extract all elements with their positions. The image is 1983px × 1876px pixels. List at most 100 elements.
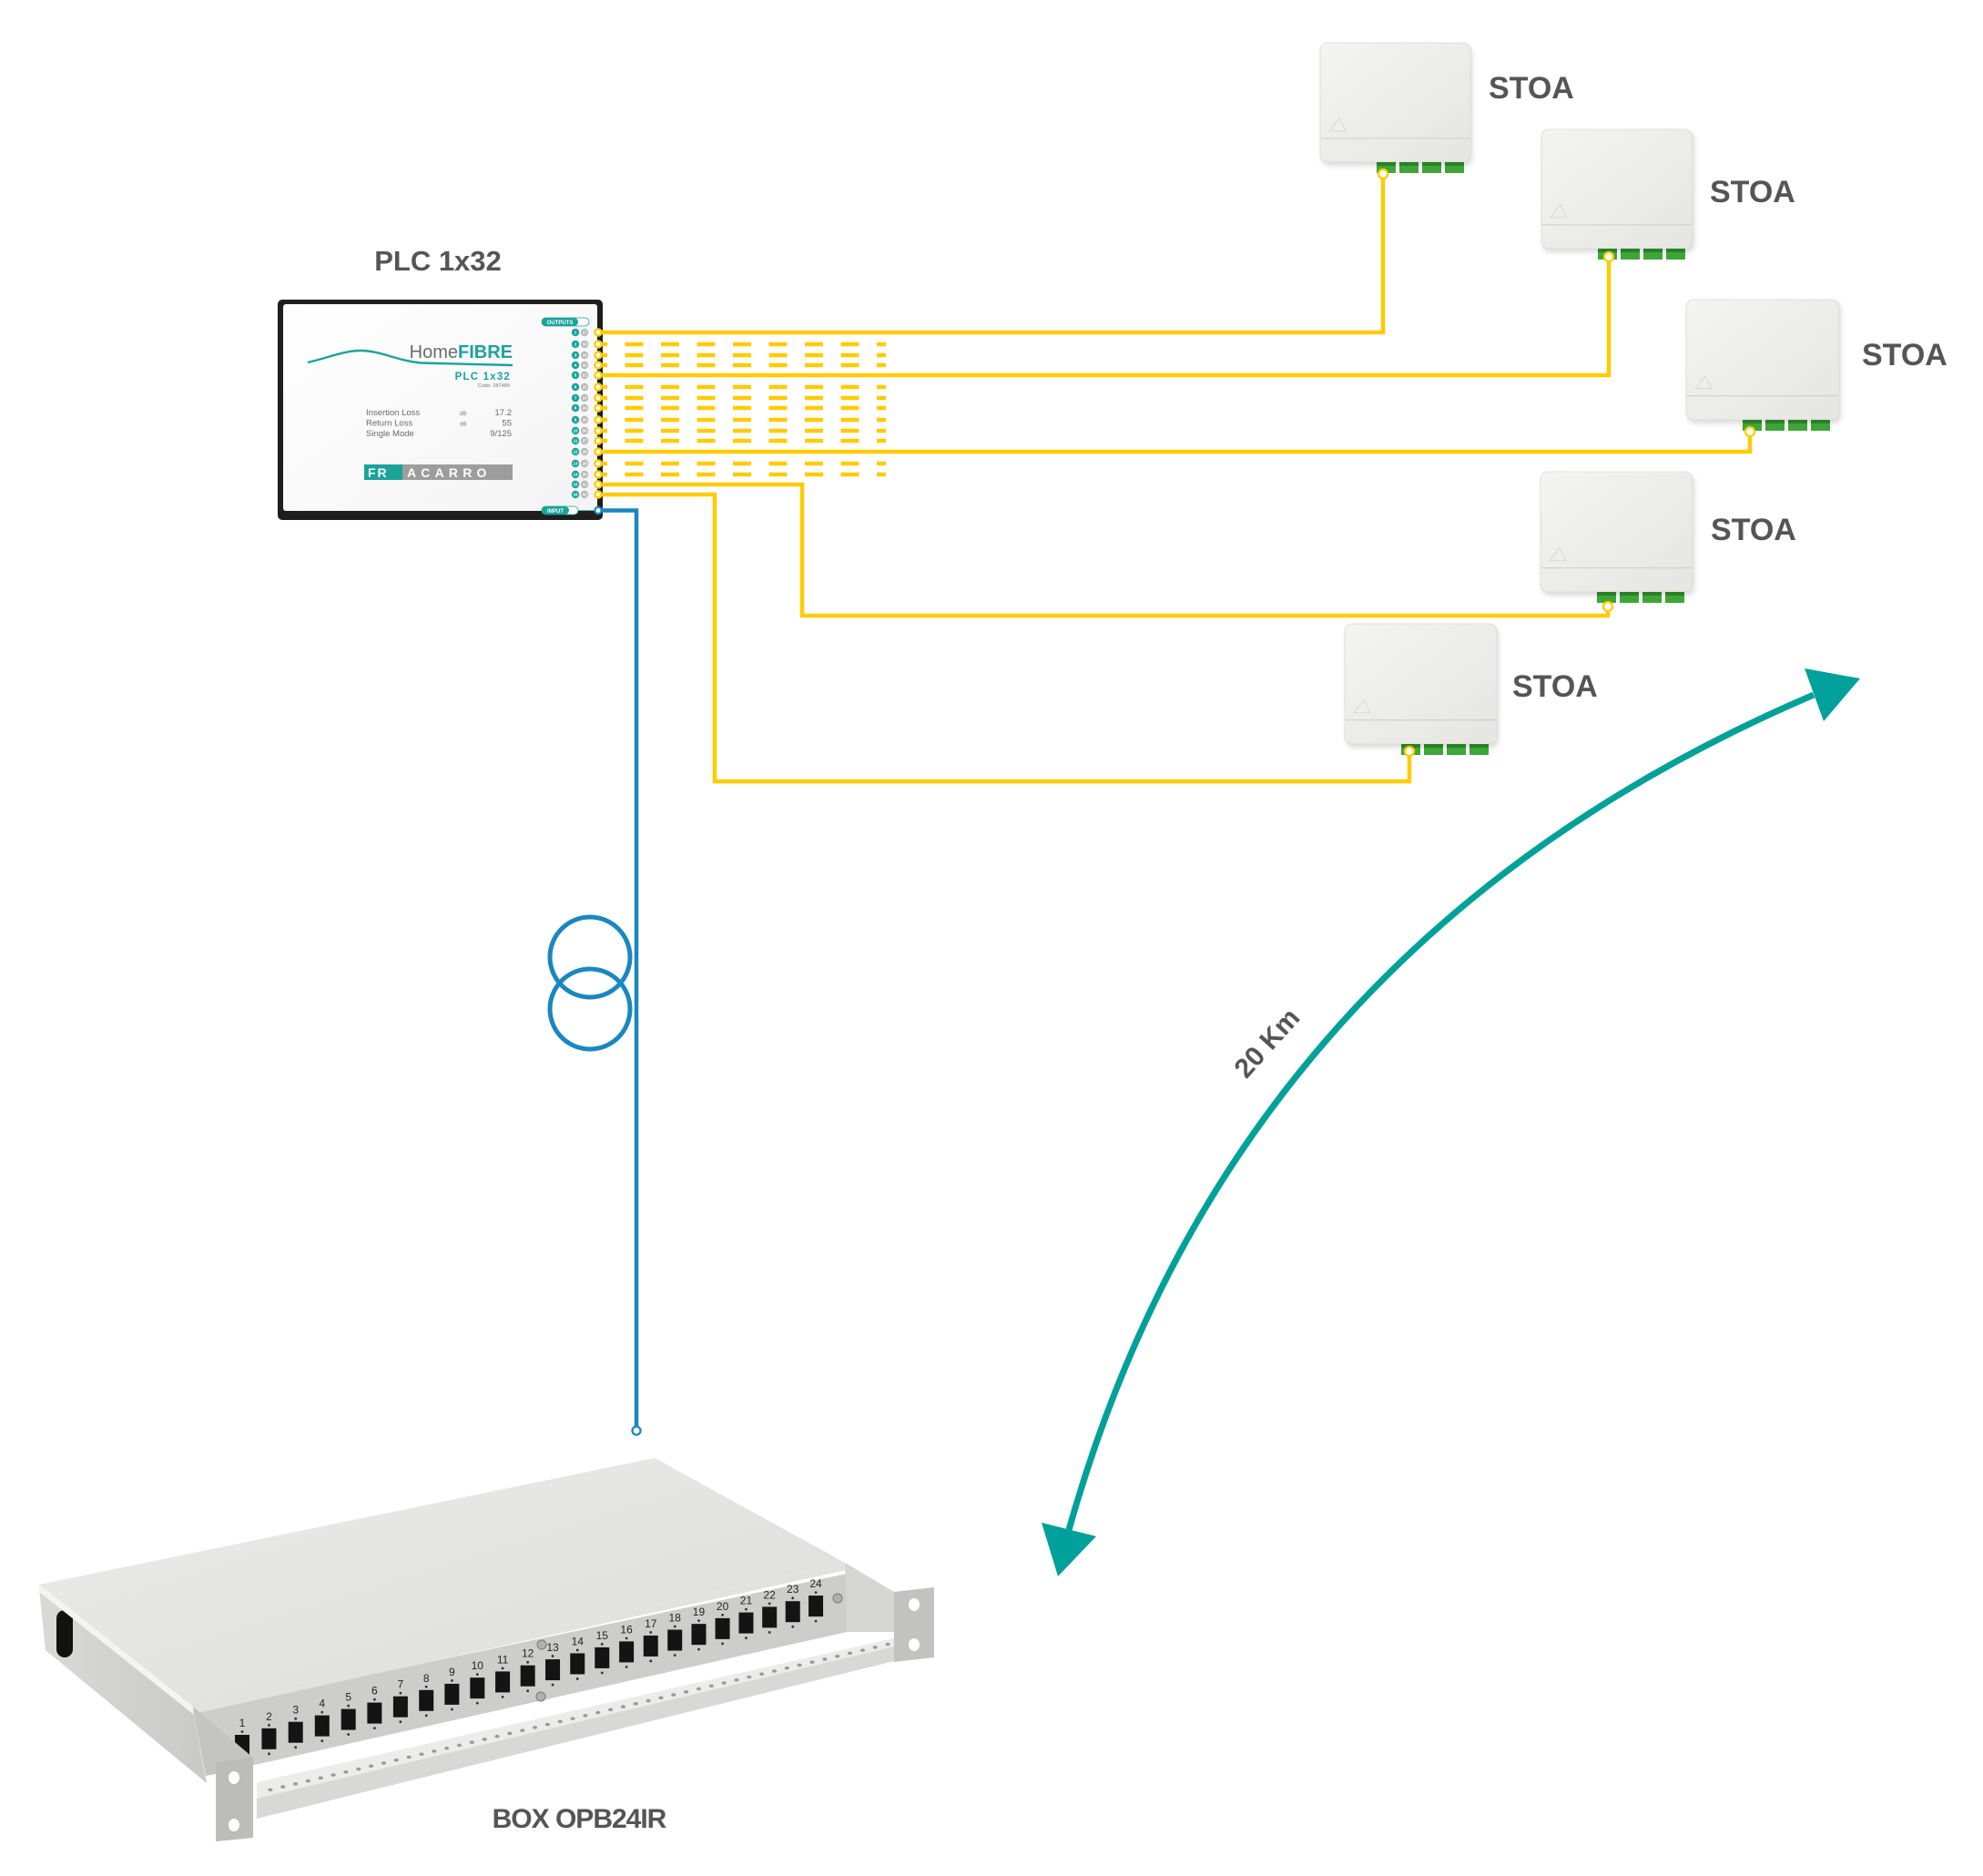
bar-hole [393,1758,399,1762]
pair-port-badge [580,393,589,403]
connector-latch [1422,162,1441,166]
plc-brand: HomeFIBRE [410,342,513,362]
spec-row: Single Mode 9/125 [366,429,512,439]
pair-port-number: 19 [582,353,587,358]
slot-dot [625,1666,628,1668]
stoa-enclosure [1540,471,1693,593]
output-connector [594,328,603,337]
bar-hole [570,1717,575,1720]
slot-dot [745,1607,747,1611]
slot-dot [372,1698,376,1701]
adapter-slot [667,1629,683,1651]
bar-hole [708,1684,714,1688]
feeder-fiber [547,505,642,1436]
spec-name: Single Mode [366,429,414,439]
port-number: 4 [575,363,577,368]
slot-dot [450,1708,453,1711]
bar-hole [369,1764,374,1769]
bar-hole [293,1782,299,1786]
output-connector [594,480,603,489]
bar-hole [557,1719,563,1724]
slot-dot [240,1730,244,1733]
slot-dot [745,1636,747,1639]
adapter-port: 16 [619,1623,635,1668]
pair-port-number: 27 [582,439,587,444]
feeder-fiber-line [598,508,639,1427]
connector-latch [1401,744,1420,748]
pair-port-number: 22 [582,385,587,390]
pair-port-number: 28 [582,450,587,454]
adapter-port: 12 [520,1647,535,1693]
pair-port-number: 30 [582,473,587,477]
slot-dot [814,1591,818,1594]
patch-panel-label: BOX OPB24IR [493,1804,667,1834]
adapter-port: 3 [288,1704,303,1749]
slot-dot [575,1648,579,1652]
output-connector [594,371,603,380]
slot-dot [768,1630,771,1634]
brand-home: Home [410,342,458,362]
adapter-port: 17 [643,1617,658,1663]
adapter-number: 3 [292,1704,299,1717]
left-rack-ear [216,1758,253,1841]
logo-text-part1: FR [368,465,389,480]
pair-port-number: 32 [582,493,587,497]
fiber-link-port-15 [598,482,1611,618]
spec-value: 17.2 [495,408,513,418]
adapter-port: 4 [314,1698,330,1743]
pair-port-number: 26 [582,429,587,433]
adapter-number: 19 [693,1606,706,1618]
screw-icon [832,1593,843,1604]
pair-port-number: 17 [582,331,587,335]
distance-arc [1065,691,1815,1531]
adapter-number: 6 [371,1685,378,1698]
brand-fibre: FIBRE [458,342,513,362]
bar-hole [356,1767,361,1771]
port-badge [571,490,580,499]
stoa-connector-rings [1377,168,1756,758]
pair-port-badge [580,470,589,479]
bar-hole [318,1776,323,1780]
bar-hole [633,1702,638,1706]
adapter-number: 21 [740,1595,753,1607]
stoa-unit: STOA [1541,128,1795,260]
adapter-slot [738,1612,754,1634]
pair-port-number: 25 [582,418,587,423]
slot-dot [475,1701,479,1705]
bar-hole [482,1738,487,1741]
connector-latch [1643,249,1663,252]
slot-dot [673,1654,676,1657]
output-connector [594,459,603,468]
panel-lid [39,1458,845,1707]
bar-hole [456,1743,463,1748]
adapter-number: 17 [645,1617,657,1630]
slot-dot [673,1625,676,1628]
cable-entry-slot [56,1610,73,1657]
input-pill-fill [542,506,569,515]
slot-dot [424,1714,428,1718]
pair-port-badge [580,415,589,424]
stoa-label: STOA [1489,71,1574,106]
port-number: 8 [575,406,577,411]
connector-latch [1597,592,1616,596]
spec-value: 55 [502,419,512,429]
connector-latch [1620,592,1639,596]
port-number: 3 [575,353,577,358]
adapter-number: 13 [546,1641,559,1654]
stoa-unit: STOA [1540,471,1796,603]
logo-grey-block [402,464,513,480]
adapter-port: 13 [545,1641,561,1687]
slot-dot [697,1647,700,1651]
spec-row: Return Loss dB 55 [366,419,512,429]
port-badge [571,340,580,349]
stoa-logo-icon [1549,546,1567,562]
left-flange [193,1707,253,1776]
slot-dot [268,1723,270,1727]
bar-hole [444,1746,450,1750]
slot-dot [424,1685,428,1688]
port-number: 13 [573,462,578,466]
